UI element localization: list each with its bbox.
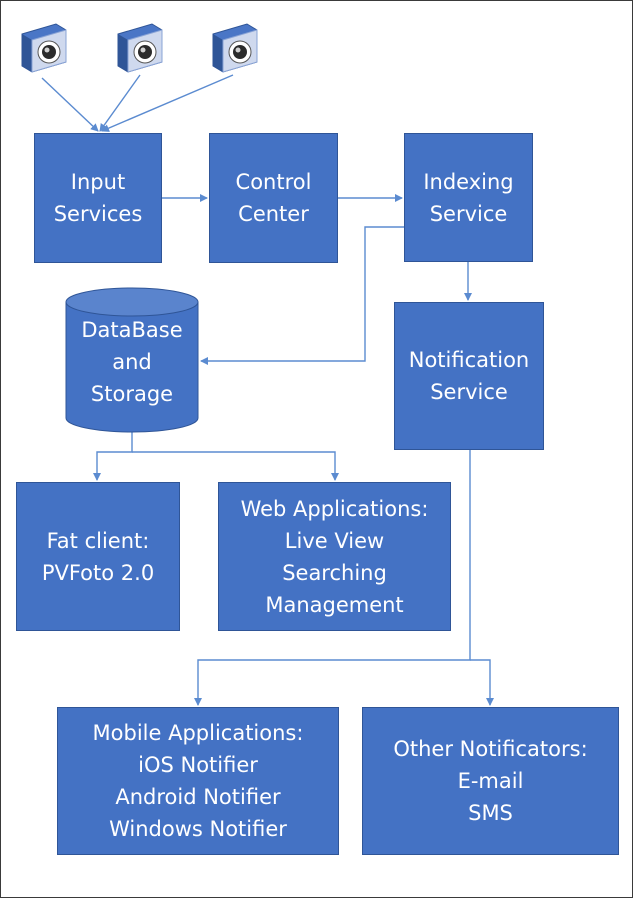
arrow-database-web [132, 451, 339, 481]
node-label: Indexing [423, 169, 514, 194]
node-label: SMS [468, 801, 513, 825]
node-label: Control [235, 170, 312, 194]
database-storage-node: DataBase and Storage [66, 312, 198, 412]
node-label: E-mail [457, 769, 524, 793]
node-label: Service [429, 201, 508, 226]
input-services-node: Input Services [34, 133, 162, 263]
node-label: Live View [284, 528, 385, 553]
node-label: Input [70, 170, 126, 194]
arrow-notification-other [470, 659, 494, 706]
node-label: Web Applications: [240, 496, 429, 521]
camera-icon [21, 23, 67, 73]
notification-service-node: Notification Service [394, 302, 544, 450]
control-center-node: Control Center [209, 133, 338, 263]
camera-icon [117, 23, 163, 73]
node-label: iOS Notifier [138, 753, 258, 777]
database-cylinder [65, 287, 199, 433]
fat-client-node: Fat client: PVFoto 2.0 [16, 482, 180, 631]
node-label: Mobile Applications: [92, 721, 304, 745]
indexing-service-node: Indexing Service [404, 133, 533, 262]
mobile-applications-node: Mobile Applications: iOS Notifier Androi… [57, 707, 339, 855]
node-label: Management [265, 592, 404, 617]
web-applications-node: Web Applications: Live View Searching Ma… [218, 482, 451, 631]
camera-icon [212, 23, 258, 73]
node-label: PVFoto 2.0 [41, 560, 155, 585]
node-label: Storage [90, 382, 174, 406]
arrow-indexing-database [200, 226, 404, 365]
arrow-camera1-input [41, 77, 99, 132]
node-label: Searching [282, 560, 387, 585]
node-label: and [112, 350, 152, 374]
arrow-camera2-input [99, 74, 141, 132]
node-label: Service [430, 380, 508, 404]
node-label: Windows Notifier [109, 817, 287, 841]
node-label: Center [238, 202, 309, 226]
other-notificators-node: Other Notificators: E-mail SMS [362, 707, 619, 855]
arrow-notification-mobile [194, 450, 471, 706]
arrow-database-fatclient [93, 432, 133, 481]
arrow-camera3-input [101, 74, 234, 132]
node-label: Services [53, 202, 143, 226]
node-label: DataBase [81, 318, 183, 342]
node-label: Other Notificators: [393, 737, 588, 761]
node-label: Android Notifier [115, 785, 281, 809]
node-label: Fat client: [46, 528, 150, 553]
node-label: Notification [408, 348, 530, 372]
